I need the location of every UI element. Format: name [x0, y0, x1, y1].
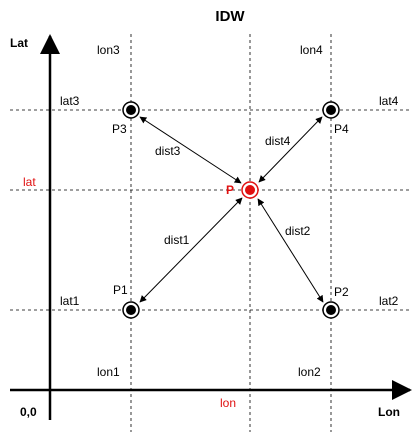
label-lon1: lon1 — [97, 365, 120, 379]
label-lat4: lat4 — [379, 94, 399, 108]
distance-arrows — [139, 116, 324, 303]
point-p3-dot — [126, 105, 136, 115]
label-target-p: P — [226, 183, 234, 197]
label-dist1: dist1 — [164, 233, 190, 247]
x-axis-label: Lon — [378, 405, 400, 419]
grid-lines — [10, 34, 412, 432]
point-p4-dot — [326, 105, 336, 115]
label-lon4: lon4 — [300, 43, 323, 57]
label-dist2: dist2 — [285, 224, 311, 238]
point-p2-dot — [326, 305, 336, 315]
point-p1-dot — [126, 305, 136, 315]
label-p1: P1 — [113, 283, 128, 297]
origin-label: 0,0 — [20, 405, 37, 419]
label-lat3: lat3 — [60, 94, 80, 108]
diagram-title: IDW — [215, 8, 245, 25]
label-p3: P3 — [112, 122, 127, 136]
label-p2: P2 — [334, 285, 349, 299]
point-p2 — [322, 301, 340, 319]
label-target-lat: lat — [23, 175, 36, 189]
label-dist3: dist3 — [155, 144, 181, 158]
label-dist4: dist4 — [265, 134, 291, 148]
arrow-dist1 — [139, 197, 243, 303]
arrow-dist2 — [257, 198, 324, 303]
point-p1 — [122, 301, 140, 319]
target-point-dot — [245, 185, 255, 195]
target-point — [241, 181, 259, 199]
point-p3 — [122, 101, 140, 119]
y-axis-label: Lat — [10, 36, 28, 50]
arrow-dist4 — [258, 116, 323, 183]
label-lat2: lat2 — [379, 294, 399, 308]
label-lat1: lat1 — [60, 294, 80, 308]
point-p4 — [322, 101, 340, 119]
label-target-lon: lon — [220, 396, 236, 410]
label-lon3: lon3 — [97, 43, 120, 57]
arrow-dist3 — [139, 116, 242, 184]
label-lon2: lon2 — [298, 365, 321, 379]
label-p4: P4 — [334, 122, 349, 136]
